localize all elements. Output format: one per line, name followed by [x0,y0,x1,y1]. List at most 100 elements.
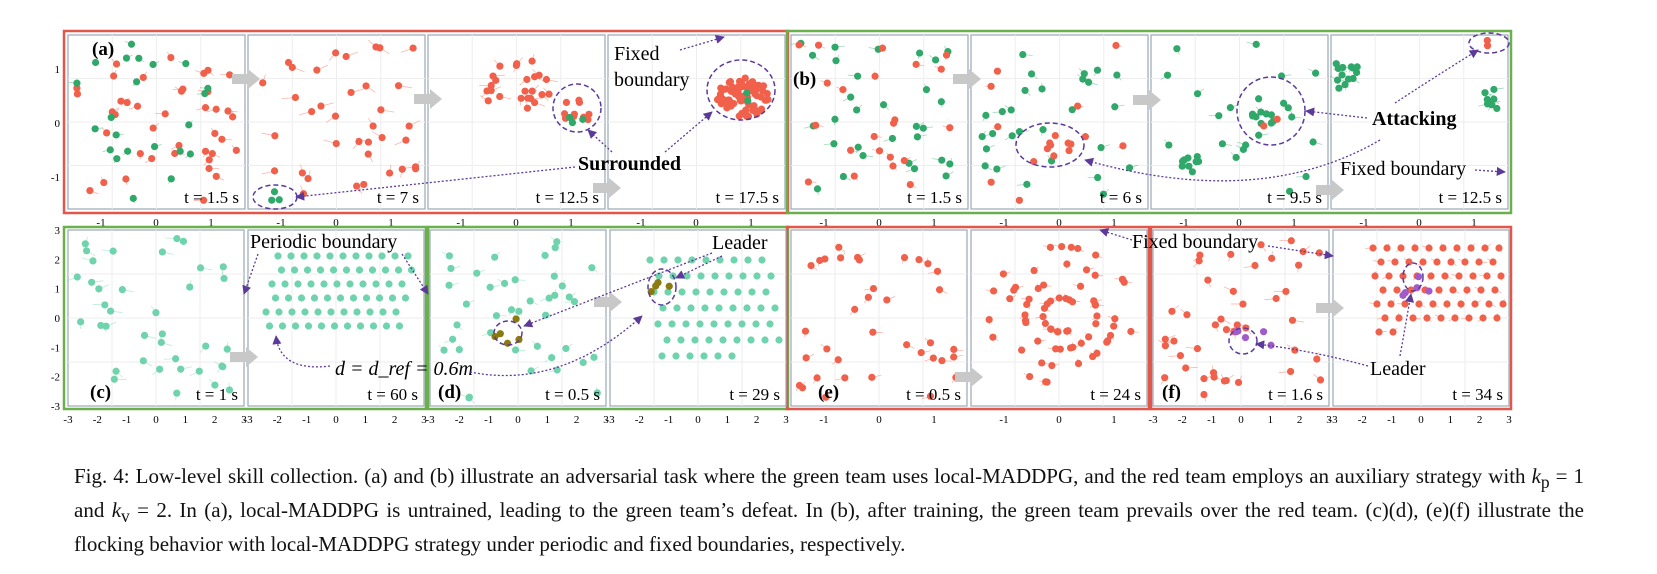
agent-dot [517,94,525,102]
agent-dot [808,51,817,59]
agent-dot [73,273,81,281]
agent-dot [511,276,519,284]
agent-dot [223,345,231,353]
panel-a-3-time: t = 12.5 s [536,188,599,207]
agent-dot [1218,140,1227,148]
agent-dot [152,309,160,317]
agent-dot [989,333,997,341]
annotation-leader-f: Leader [1370,358,1426,380]
agent-dot [316,266,325,274]
agent-dot [496,92,504,101]
agent-dot [1425,244,1433,252]
ytick-row2-5: -2 [51,372,60,384]
agent-dot [1048,361,1056,370]
leader-ellipse [1402,262,1424,292]
agent-dot [409,44,417,52]
agent-dot [912,60,920,68]
xtick-row2-w-0-1: -2 [93,414,102,426]
agent-dot [1383,244,1391,252]
agent-dot [919,124,927,132]
agent-dot [854,72,862,80]
panel-b-4 [1329,34,1509,210]
xtick-row2-w-0-6: 3 [241,414,247,426]
agent-dot [813,374,821,382]
agent-dot [364,138,373,146]
annotation-arrow [1267,245,1334,260]
agent-dot [1453,244,1461,252]
agent-dot [185,121,193,129]
surround-ellipse [552,83,602,133]
agent-dot [854,143,862,151]
agent-dot [349,294,358,302]
agent-dot [929,354,937,362]
agent-dot [1217,315,1225,323]
agent-dot [1193,90,1202,98]
agent-dot [462,300,470,308]
agent-dot [725,78,733,87]
caption-kv-eq: = 2. In (a), local-MADDPG is untrained, … [74,498,1584,557]
agent-dot [1451,314,1459,322]
agent-dot [1050,152,1058,160]
agent-dot [889,162,897,170]
agent-dot [558,282,566,290]
agent-dot [133,102,142,110]
xtick-row2-w-2-6: 3 [603,414,609,426]
agent-dot [304,322,313,330]
agent-dot [320,280,328,288]
xtick-row2-w-2-3: 0 [515,414,521,426]
agent-dot [720,288,728,296]
agent-dot [853,106,861,114]
panel-row2-3-0 [1152,229,1330,407]
caption-kp: k [1531,464,1541,488]
agent-dot [816,256,824,265]
agent-dot [871,72,879,80]
agent-dot [73,84,81,92]
agent-dot [1477,286,1485,294]
xtick-row2-w-2-2: -1 [484,414,493,426]
agent-dot [369,322,378,330]
caption-kv-sub: v [121,506,130,527]
agent-dot [1188,168,1196,176]
agent-dot [300,252,308,260]
agent-dot [933,267,942,275]
agent-dot [487,81,495,90]
agent-dot [455,345,463,354]
agent-dot [733,336,741,344]
agent-dot [1435,286,1443,294]
agent-dot [465,393,473,401]
agent-dot [113,155,121,163]
leader-ellipse [493,320,523,346]
xtick-row2-w-5-3: 0 [1418,414,1424,426]
agent-dot [218,362,226,370]
agent-dot [395,322,404,330]
agent-dot [999,270,1007,278]
agent-dot [82,247,91,255]
xtick-row2-w-3-4: 1 [725,414,731,426]
agent-dot [1041,319,1049,328]
agent-dot [201,104,210,112]
agent-dot [705,336,713,344]
agent-dot [445,252,454,260]
agent-dot [204,66,212,74]
annotation-arrow [242,253,259,295]
xtick-row2-w-1-1: -2 [273,414,282,426]
agent-dot [127,40,136,48]
agent-dot [906,181,914,189]
agent-dot [1034,284,1042,293]
agent-dot [926,339,935,347]
agent-dot [1405,258,1413,266]
agent-dot [926,392,935,400]
xtick-row1-1-2-2: 1 [1291,217,1297,229]
agent-dot [1006,295,1014,303]
panel-b-2-time: t = 6 s [1100,188,1142,207]
agent-dot [1163,71,1172,79]
agent-dot [355,137,363,146]
agent-dot [1161,335,1169,343]
agent-dot [1411,244,1419,252]
agent-dot [1399,272,1407,280]
annotation-arrow [1255,340,1369,367]
agent-dot [1051,131,1059,140]
agent-dot [850,172,858,180]
agent-dot [752,320,760,328]
agent-dot [531,73,539,81]
